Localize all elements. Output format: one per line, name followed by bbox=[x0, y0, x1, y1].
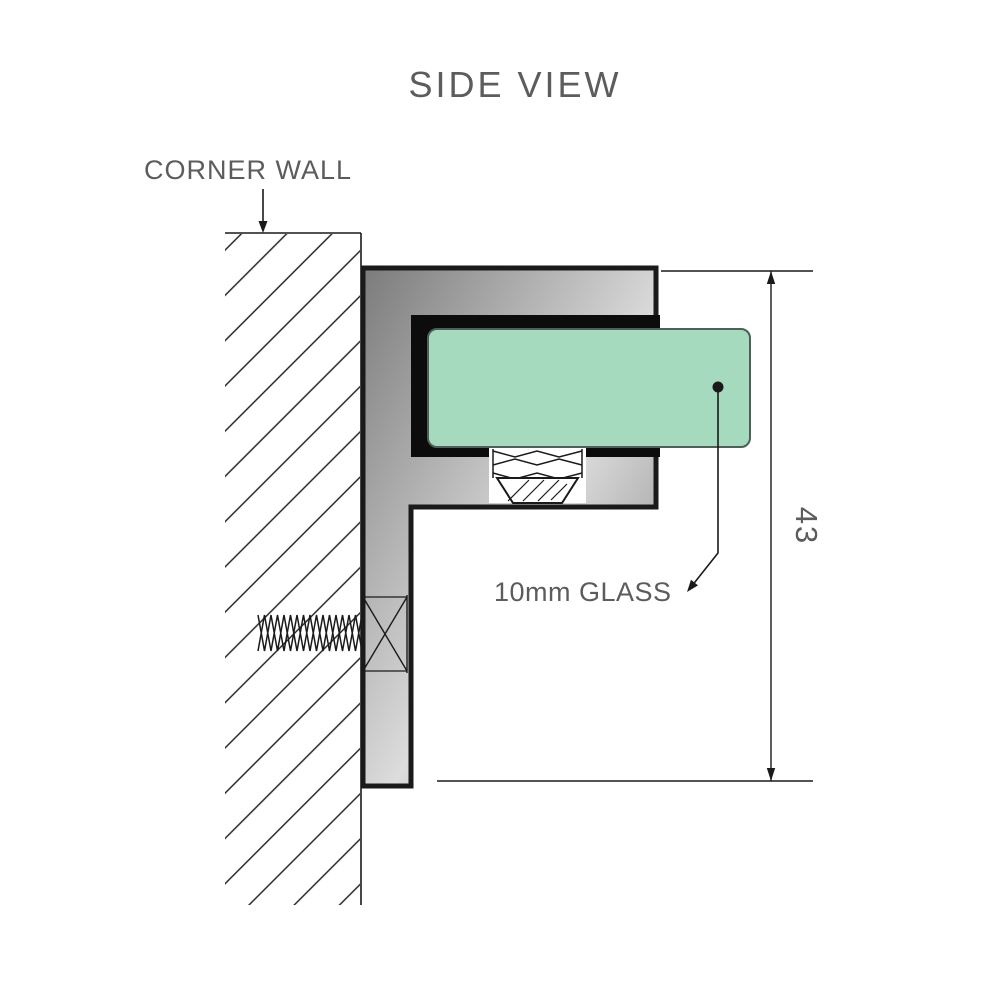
dimension-label: 43 bbox=[789, 507, 824, 545]
grub-screw-hatch bbox=[522, 479, 545, 502]
glass-leader-line bbox=[693, 387, 719, 584]
down-arrow-icon bbox=[766, 768, 776, 781]
grub-screw bbox=[489, 446, 586, 504]
glass-label: 10mm GLASS bbox=[494, 577, 672, 607]
glass bbox=[427, 328, 751, 448]
corner-wall bbox=[225, 232, 362, 905]
grub-screw-hatch bbox=[537, 479, 560, 502]
glass-panel bbox=[427, 328, 751, 448]
corner-wall-label: CORNER WALL bbox=[144, 155, 352, 185]
glass-callout: 10mm GLASS bbox=[494, 381, 724, 607]
grub-screw-threads bbox=[492, 450, 583, 458]
wall-screw-threads bbox=[257, 614, 363, 652]
wall-hatching bbox=[225, 234, 360, 905]
dimension-43: 43 bbox=[437, 270, 824, 782]
grub-screw-threads bbox=[492, 458, 583, 466]
corner-wall-callout: CORNER WALL bbox=[144, 155, 352, 233]
page-title: SIDE VIEW bbox=[408, 64, 621, 105]
down-arrow-icon bbox=[258, 221, 268, 233]
wall-screw bbox=[257, 595, 408, 673]
grub-screw-hatch bbox=[550, 483, 568, 501]
wall-screw-threads bbox=[257, 614, 363, 652]
countersunk-screw-head bbox=[362, 596, 408, 672]
grub-screw-body bbox=[495, 477, 580, 504]
up-arrow-icon bbox=[766, 271, 776, 284]
grub-screw-hatch bbox=[507, 479, 530, 502]
leader-arrow-icon bbox=[687, 579, 698, 592]
